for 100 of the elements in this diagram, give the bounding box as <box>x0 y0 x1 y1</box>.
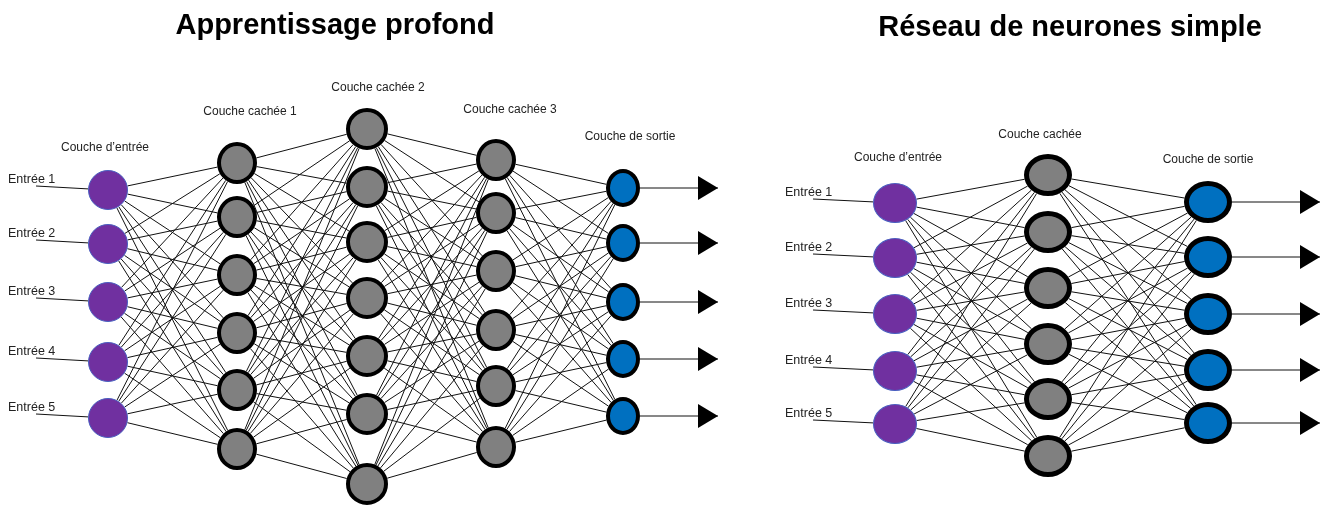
layer-label: Couche de sortie <box>584 129 676 143</box>
connection-line <box>512 197 609 261</box>
connection-line <box>1068 353 1188 414</box>
connection-line <box>1064 302 1192 409</box>
connection-line <box>380 345 484 469</box>
connection-line <box>1067 212 1189 278</box>
connection-line <box>1071 205 1185 229</box>
connection-line <box>913 268 1029 334</box>
connection-line <box>255 419 348 445</box>
neuron-circle <box>1024 211 1072 253</box>
neuron-circle <box>476 250 516 292</box>
connection-line <box>256 278 347 295</box>
neuron-circle <box>873 351 917 391</box>
connection-line <box>256 393 347 411</box>
connection-line <box>504 178 616 400</box>
connection-line <box>383 253 480 320</box>
neuron-circle <box>346 335 388 377</box>
neuron-circle <box>1184 293 1232 335</box>
connection-line <box>253 253 351 322</box>
connection-line <box>255 453 348 479</box>
output-arrow <box>639 231 719 255</box>
connection-line <box>247 259 357 432</box>
connection-line <box>1061 191 1195 354</box>
connection-line <box>1059 219 1197 439</box>
connection-line <box>387 389 477 410</box>
connection-line <box>256 166 347 184</box>
connection-line <box>1067 380 1189 446</box>
neuron-circle <box>88 170 128 210</box>
output-arrow <box>639 347 719 371</box>
connection-line <box>1071 178 1185 199</box>
neuron-circle <box>217 369 257 411</box>
connection-line <box>907 191 1035 356</box>
connection-line <box>905 193 1038 407</box>
connection-line <box>1070 427 1186 452</box>
input-label: Entrée 1 <box>8 172 56 186</box>
connection-line <box>255 246 348 271</box>
connection-line <box>247 146 357 316</box>
input-label: Entrée 5 <box>8 400 56 414</box>
connection-line <box>380 285 483 399</box>
connection-line <box>246 180 358 396</box>
connection-line <box>384 170 480 232</box>
neuron-circle <box>346 393 388 435</box>
neuron-circle <box>217 196 257 238</box>
neuron-circle <box>346 277 388 319</box>
connection-line <box>35 185 89 190</box>
connection-line <box>383 397 481 472</box>
connection-line <box>509 256 612 372</box>
connection-line <box>253 285 350 346</box>
connection-line <box>250 177 353 284</box>
connection-line <box>1071 235 1185 254</box>
connection-line <box>127 336 218 359</box>
connection-line <box>512 340 609 407</box>
neuron-circle <box>1024 154 1072 196</box>
input-label: Entrée 3 <box>8 284 56 298</box>
connection-line <box>124 372 221 439</box>
connection-line <box>812 419 874 424</box>
connection-line <box>509 228 612 346</box>
connection-line <box>384 281 480 345</box>
connection-line <box>124 173 221 234</box>
neuron-circle <box>476 139 516 181</box>
connection-line <box>506 176 614 344</box>
neuron-circle <box>217 254 257 296</box>
connection-line <box>247 204 357 374</box>
input-label: Entrée 4 <box>8 344 56 358</box>
connection-line <box>1061 248 1195 407</box>
connection-line <box>386 452 478 479</box>
connection-line <box>1064 216 1192 330</box>
connection-line <box>512 282 610 350</box>
connection-line <box>916 178 1025 200</box>
connection-line <box>387 333 477 353</box>
layer-label: Couche de sortie <box>1162 152 1254 166</box>
connection-line <box>120 316 224 435</box>
connection-line <box>256 191 347 213</box>
neuron-circle <box>88 398 128 438</box>
neuron-circle <box>606 397 640 435</box>
neuron-circle <box>873 238 917 278</box>
connection-line <box>255 360 348 386</box>
connection-line <box>909 271 1032 385</box>
neuron-circle <box>346 463 388 505</box>
connection-line <box>377 204 486 370</box>
connection-line <box>515 305 607 327</box>
connection-line <box>253 173 350 232</box>
connection-line <box>120 231 224 348</box>
connection-line <box>377 229 486 397</box>
connection-line <box>253 198 351 265</box>
input-label: Entrée 4 <box>785 353 833 367</box>
connection-line <box>248 179 356 340</box>
connection-line <box>913 242 1028 305</box>
output-arrow <box>639 176 719 200</box>
connection-line <box>1071 347 1185 367</box>
connection-line <box>375 231 488 466</box>
connection-line <box>515 334 607 356</box>
connection-line <box>512 311 609 376</box>
connection-line <box>915 428 1026 452</box>
connection-line <box>512 224 610 293</box>
connection-line <box>116 181 229 401</box>
layer-label: Couche cachée <box>998 127 1082 141</box>
connection-line <box>374 178 489 465</box>
connection-line <box>384 140 480 203</box>
connection-line <box>377 146 486 314</box>
